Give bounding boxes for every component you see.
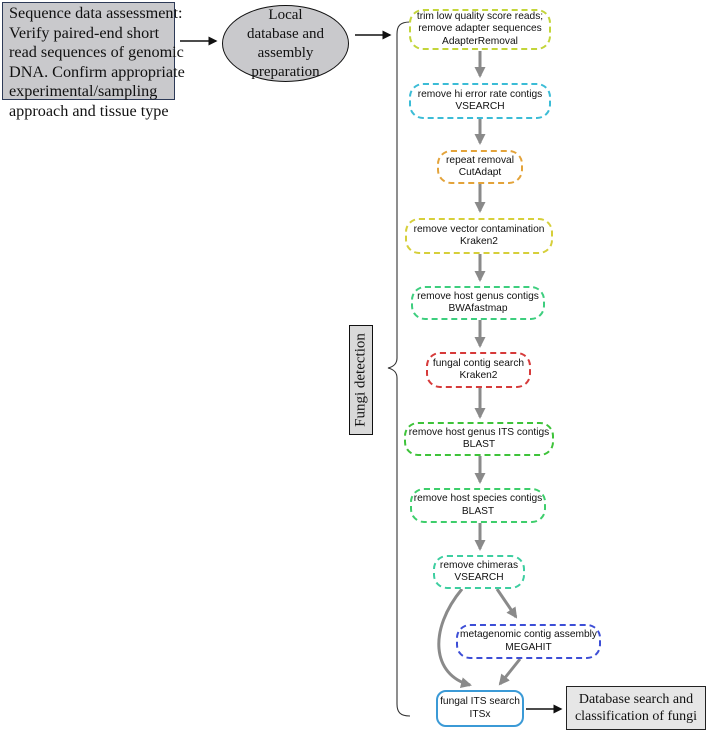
step-remove-host-species: remove host species contigs BLAST <box>410 488 546 523</box>
step-tool: AdapterRemoval <box>442 35 518 47</box>
step-tool: VSEARCH <box>454 572 504 583</box>
assessment-line: read sequences of genomic <box>9 43 184 61</box>
step-description: remove host species contigs <box>413 493 543 504</box>
database-search-box: Database search and classification of fu… <box>566 686 706 730</box>
fungi-detection-text: Fungi detection <box>352 333 369 427</box>
database-line: classification of fungi <box>574 709 698 724</box>
step-remove-chimeras: remove chimeras VSEARCH <box>433 555 525 589</box>
step-description: remove adapter sequences <box>418 23 542 35</box>
step-tool: BLAST <box>461 505 495 517</box>
database-line: Database search and <box>578 692 694 707</box>
step-tool: BWAfastmap <box>448 303 508 314</box>
step-metagenomic-assembly: metagenomic contig assembly MEGAHIT <box>456 624 601 659</box>
assessment-line: Sequence data assessment: <box>9 4 183 22</box>
step-remove-host-genus: remove host genus contigs BWAfastmap <box>411 286 545 320</box>
step-fungal-contig-search: fungal contig search Kraken2 <box>426 352 531 388</box>
step-description: remove host genus ITS contigs <box>408 426 550 438</box>
step-tool: CutAdapt <box>458 167 502 178</box>
step-description: remove chimeras <box>439 559 519 571</box>
step-description: remove host genus contigs <box>417 290 539 302</box>
step-tool: BLAST <box>462 439 496 450</box>
step-tool: Kraken2 <box>460 236 498 247</box>
assessment-line: approach and tissue type <box>9 101 169 120</box>
step-remove-hi-error: remove hi error rate contigs VSEARCH <box>409 83 551 119</box>
arrow-chimeras-to-megahit <box>495 588 518 619</box>
step-tool: VSEARCH <box>455 101 505 112</box>
assessment-line: Verify paired-end short <box>9 23 160 42</box>
step-description: fungal ITS search <box>440 696 520 707</box>
step-tool: Kraken2 <box>459 370 498 381</box>
step-remove-host-genus-its: remove host genus ITS contigs BLAST <box>404 422 554 456</box>
step-description: repeat removal <box>446 154 514 166</box>
local-prep-line: assembly <box>257 44 314 61</box>
step-repeat-removal: repeat removal CutAdapt <box>437 150 523 184</box>
assessment-line: experimental/sampling <box>9 82 158 100</box>
local-database-preparation-node: Local database and assembly preparation <box>222 5 349 82</box>
arrow-chimeras-to-its <box>437 588 472 689</box>
fungi-detection-brace <box>387 21 411 717</box>
sequence-assessment-box: Sequence data assessment: Verify paired-… <box>2 2 185 120</box>
assessment-line: DNA. Confirm appropriate <box>9 62 185 81</box>
step-tool: ITSx <box>469 708 491 720</box>
local-prep-line: preparation <box>251 63 320 80</box>
step-tool: MEGAHIT <box>505 641 552 653</box>
step-description: remove hi error rate contigs <box>417 88 543 100</box>
step-description: fungal contig search <box>432 357 525 369</box>
arrow-megahit-to-its <box>498 658 522 686</box>
step-description: remove vector contamination <box>413 223 545 235</box>
step-fungal-its-search: fungal ITS search ITSx <box>436 690 524 727</box>
step-remove-vector: remove vector contamination Kraken2 <box>405 218 553 254</box>
fungi-detection-label: Fungi detection <box>349 325 373 435</box>
step-description: metagenomic contig assembly <box>459 629 598 640</box>
local-prep-line: Local <box>268 6 303 23</box>
step-description: trim low quality score reads; <box>416 10 544 22</box>
step-trim-reads: trim low quality score reads; remove ada… <box>409 9 551 50</box>
local-prep-line: database and <box>246 25 325 42</box>
